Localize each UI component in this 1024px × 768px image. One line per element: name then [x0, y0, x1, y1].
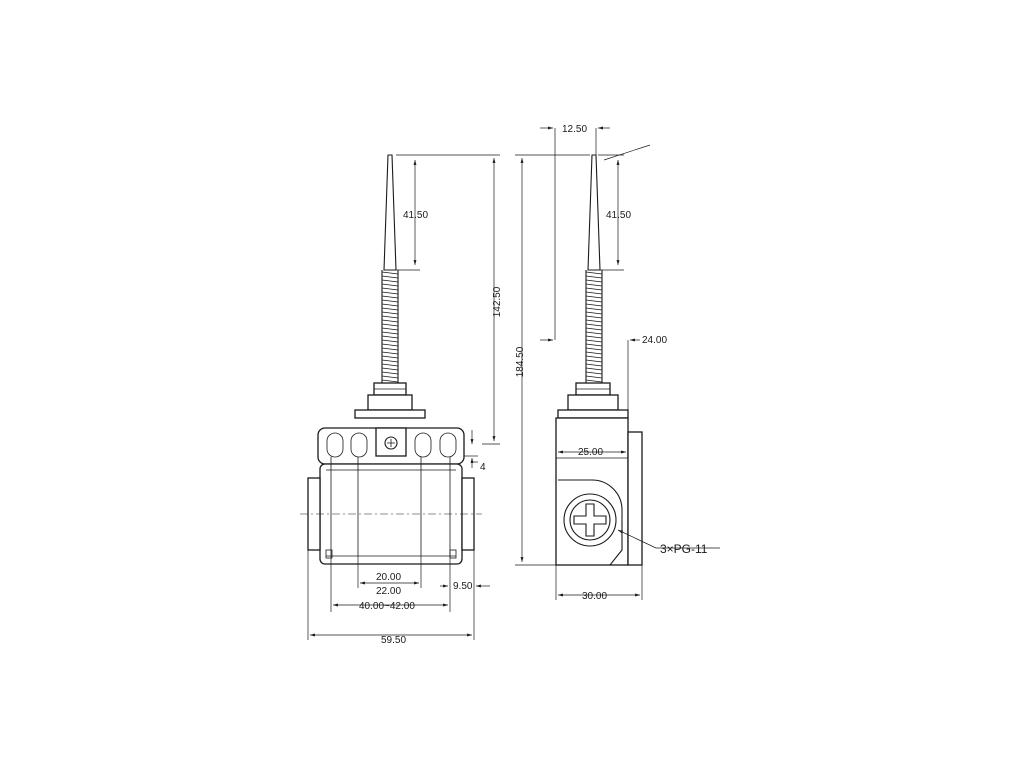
side-dim-tip-length: 41.50 — [606, 210, 631, 221]
head-slot — [326, 432, 344, 458]
dim-side: 9.50 — [453, 581, 473, 592]
head-slot — [350, 432, 368, 458]
head-plate — [354, 409, 426, 419]
dim-body-width: 25.00 — [578, 447, 603, 458]
dim-depth: 30.00 — [582, 591, 607, 602]
conduit-callout: 3×PG-11 — [660, 542, 708, 556]
side-lever-mount — [567, 394, 619, 411]
cross-slot-icon — [573, 503, 607, 537]
dim-outer-mount: 40.00~42.00 — [359, 601, 415, 612]
head-slot — [439, 432, 457, 458]
dim-head: 24.00 — [642, 335, 667, 346]
screw-icon — [384, 436, 398, 450]
pg-gland-outer — [563, 493, 617, 547]
lever-spring — [381, 270, 399, 385]
side-head-plate — [557, 409, 629, 419]
side-protrusion — [627, 431, 643, 566]
lever-rod-tip — [383, 154, 397, 271]
side-switch-body — [555, 417, 629, 566]
dim-lever-height: 142.50 — [492, 286, 503, 317]
lever-mount-block — [367, 394, 413, 411]
dim-inner-mount: 20.00 — [376, 572, 401, 583]
pg-gland-inner — [569, 499, 611, 541]
dim-top-offset: 12.50 — [562, 124, 587, 135]
conduit-gland — [558, 479, 623, 566]
dim-total-height: 184.50 — [515, 346, 526, 377]
head-slot — [414, 432, 432, 458]
dim-offset: 4 — [480, 462, 486, 473]
dim-total-width: 59.50 — [381, 635, 406, 646]
dim-tip-length: 41.50 — [403, 210, 428, 221]
side-lever-spring — [585, 270, 603, 385]
dim-inner-mount-2: 22.00 — [376, 586, 401, 597]
side-lever-rod-tip — [587, 154, 601, 271]
front-view: 41.50 142.50 4 20.00 22.00 9.50 40.00~42… — [300, 154, 503, 646]
side-view: 12.50 41.50 184.50 24.00 25.00 30.00 3×P… — [515, 124, 720, 602]
